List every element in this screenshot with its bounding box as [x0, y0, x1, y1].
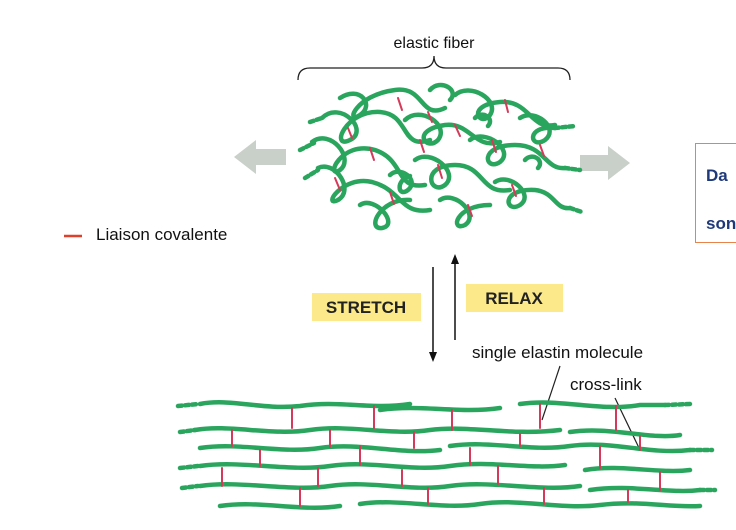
stretch-label: STRETCH: [326, 298, 406, 317]
legend-label: Liaison covalente: [96, 225, 227, 244]
fiber-bracket: [297, 55, 571, 81]
single-elastin-molecule-label: single elastin molecule: [472, 343, 643, 362]
relaxed-elastic-network: [297, 82, 585, 231]
callout-line-1: Da: [706, 166, 728, 185]
stretch-label-bg: [312, 293, 421, 321]
left-stretch-arrow: [234, 140, 286, 174]
single-molecule-pointer: [541, 365, 561, 421]
stretched-elastic-network: [175, 400, 718, 510]
right-stretch-arrow: [580, 146, 630, 180]
elastic-fiber-label: elastic fiber: [394, 35, 476, 52]
relax-label: RELAX: [485, 289, 543, 308]
relax-label-bg: [466, 284, 563, 312]
callout-line-2: son: [706, 214, 736, 233]
cross-link-label: cross-link: [570, 375, 642, 394]
callout-box: Da son: [695, 143, 736, 243]
transition-arrows: [429, 254, 459, 362]
